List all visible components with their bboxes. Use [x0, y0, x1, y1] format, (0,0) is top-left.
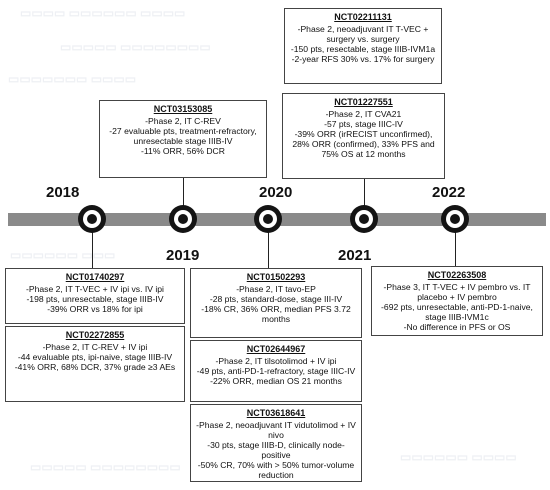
trial-id: NCT03618641 — [246, 408, 306, 418]
trial-outcome: -11% ORR, 56% DCR — [141, 145, 225, 156]
trial-id: NCT02211131 — [334, 12, 392, 22]
trial-card-nct03618641: NCT03618641 -Phase 2, neoadjuvant IT vid… — [190, 404, 362, 482]
trial-population: -692 pts, unresectable, anti-PD-1-naive,… — [381, 301, 533, 322]
trial-card-nct02272855: NCT02272855 -Phase 2, IT C-REV + IV ipi … — [5, 326, 185, 402]
year-label-2020: 2020 — [259, 184, 293, 201]
trial-population: -150 pts, resectable, stage IIIB-IVM1a — [290, 43, 436, 54]
trial-population: -57 pts, stage IIIC-IV — [324, 118, 403, 129]
connector-2021 — [364, 178, 365, 208]
trial-design: -Phase 2, neoadjuvant IT T-VEC + surgery… — [297, 23, 429, 44]
trial-outcome: -41% ORR, 68% DCR, 37% grade ≥3 AEs — [14, 361, 176, 372]
trial-design: -Phase 3, IT T-VEC + IV pembro vs. IT pl… — [383, 281, 531, 302]
trial-outcome: -22% ORR, median OS 21 months — [210, 375, 342, 386]
trial-id: NCT01502293 — [246, 272, 306, 282]
trial-card-nct01227551: NCT01227551 -Phase 2, IT CVA21 -57 pts, … — [282, 93, 445, 179]
trial-id: NCT02644967 — [246, 344, 306, 354]
trial-population: -28 pts, standard-dose, stage III-IV — [209, 293, 343, 304]
trial-outcome: -2-year RFS 30% vs. 17% for surgery — [291, 53, 435, 64]
trial-card-nct03153085: NCT03153085 -Phase 2, IT C-REV -27 evalu… — [99, 100, 267, 178]
trial-design: -Phase 2, IT T-VEC + IV ipi vs. IV ipi — [26, 283, 164, 294]
trial-outcome: -No difference in PFS or OS — [403, 321, 511, 332]
trial-id: NCT01227551 — [334, 97, 393, 107]
trial-design: -Phase 2, neoadjuvant IT vidutolimod + I… — [196, 419, 356, 440]
trial-design: -Phase 2, IT CVA21 — [325, 108, 402, 119]
trial-outcome: -50% CR, 70% with > 50% tumor-volume red… — [197, 459, 355, 480]
year-label-2018: 2018 — [46, 184, 80, 201]
trial-card-nct02263508: NCT02263508 -Phase 3, IT T-VEC + IV pemb… — [371, 266, 543, 336]
milestone-2019 — [169, 205, 197, 233]
trial-outcome: -18% CR, 36% ORR, median PFS 3.72 months — [201, 303, 351, 324]
trial-population: -44 evaluable pts, ipi-naive, stage IIIB… — [17, 351, 173, 362]
trial-id: NCT03153085 — [153, 104, 213, 114]
year-label-2022: 2022 — [432, 184, 466, 201]
connector-2018 — [92, 232, 93, 268]
trial-design: -Phase 2, IT tavo-EP — [236, 283, 316, 294]
trial-population: -49 pts, anti-PD-1-refractory, stage III… — [196, 365, 356, 376]
trial-population: -27 evaluable pts, treatment-refractory,… — [109, 125, 257, 146]
trial-id: NCT02263508 — [427, 270, 487, 280]
milestone-2021 — [350, 205, 378, 233]
year-label-2019: 2019 — [166, 247, 200, 264]
milestone-2020 — [254, 205, 282, 233]
trial-population: -198 pts, unresectable, stage IIIB-IV — [26, 293, 164, 304]
trial-design: -Phase 2, IT tilsotolimod + IV ipi — [215, 355, 337, 366]
connector-2019 — [183, 178, 184, 208]
trial-design: -Phase 2, IT C-REV + IV ipi — [42, 341, 148, 352]
year-label-2021: 2021 — [338, 247, 372, 264]
trial-population: -30 pts, stage IIIB-D, clinically node-p… — [207, 439, 345, 460]
trial-id: NCT01740297 — [65, 272, 125, 282]
trial-id: NCT02272855 — [65, 330, 125, 340]
trial-card-nct01502293: NCT01502293 -Phase 2, IT tavo-EP -28 pts… — [190, 268, 362, 338]
trial-card-nct02211131: NCT02211131 -Phase 2, neoadjuvant IT T-V… — [284, 8, 442, 84]
connector-2020 — [268, 232, 269, 268]
milestone-2018 — [78, 205, 106, 233]
trial-outcome: -39% ORR vs 18% for ipi — [47, 303, 143, 314]
trial-design: -Phase 2, IT C-REV — [145, 115, 221, 126]
connector-2022 — [455, 232, 456, 266]
trial-card-nct02644967: NCT02644967 -Phase 2, IT tilsotolimod + … — [190, 340, 362, 402]
trial-card-nct01740297: NCT01740297 -Phase 2, IT T-VEC + IV ipi … — [5, 268, 185, 324]
milestone-2022 — [441, 205, 469, 233]
trial-outcome: -39% ORR (irRECIST unconfirmed), 28% ORR… — [292, 128, 435, 159]
